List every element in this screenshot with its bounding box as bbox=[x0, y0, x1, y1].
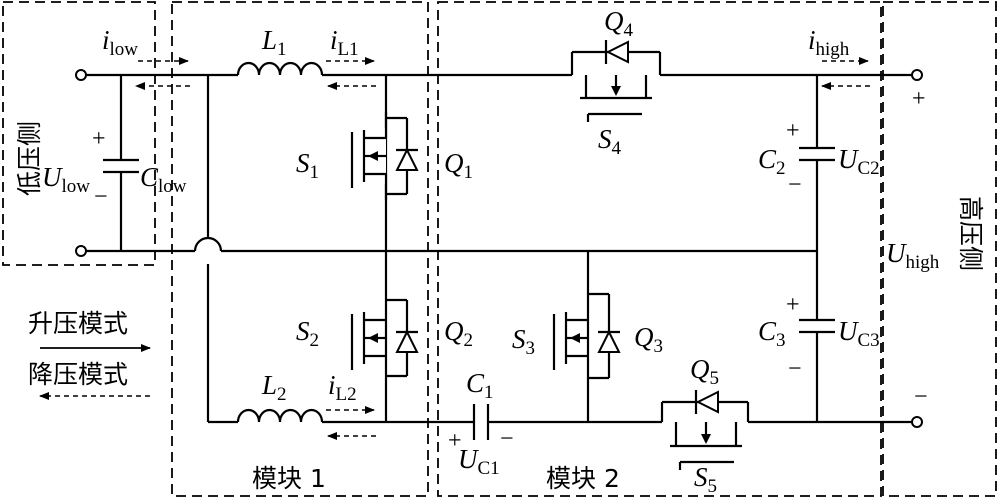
label-uc1: UC1 bbox=[458, 444, 500, 479]
plus-sign: + bbox=[92, 126, 106, 152]
label-il2: iL2 bbox=[328, 370, 357, 405]
label-c2: C2 bbox=[758, 144, 786, 179]
boost-mode-label: 升压模式 bbox=[28, 309, 128, 338]
label-l1: L1 bbox=[261, 25, 287, 60]
label-q2: Q2 bbox=[444, 316, 473, 351]
capacitor-c3 bbox=[799, 318, 835, 334]
label-l2: L2 bbox=[261, 370, 287, 405]
module1-label: 模块 1 bbox=[252, 464, 326, 493]
module2-label: 模块 2 bbox=[546, 464, 620, 493]
buck-mode-label: 降压模式 bbox=[28, 360, 128, 389]
label-s1: S1 bbox=[296, 148, 319, 183]
mosfet-s5-q5 bbox=[660, 390, 750, 470]
mosfet-s4-q4 bbox=[570, 40, 662, 122]
label-uc2: UC2 bbox=[838, 144, 880, 179]
terminals bbox=[75, 69, 923, 428]
label-s3: S3 bbox=[512, 324, 535, 359]
plus-sign: + bbox=[448, 428, 462, 454]
label-i-low: ilow bbox=[102, 25, 138, 60]
current-arrows bbox=[135, 57, 870, 440]
label-i-high: ihigh bbox=[808, 25, 850, 60]
label-c-low: Clow bbox=[140, 162, 187, 197]
low-side-label: 低压侧 bbox=[15, 121, 44, 196]
wiring bbox=[86, 73, 912, 424]
capacitor-c-low bbox=[103, 158, 139, 174]
module1-region bbox=[171, 1, 429, 497]
mosfet-s1-q1 bbox=[350, 112, 419, 200]
module2-region bbox=[437, 1, 882, 497]
minus-sign: − bbox=[500, 426, 514, 452]
label-u-low: Ulow bbox=[42, 162, 90, 197]
polarity-signs: + − + − + − + − + − bbox=[92, 86, 928, 454]
label-s5: S5 bbox=[694, 462, 717, 497]
minus-sign: − bbox=[914, 384, 928, 410]
minus-sign: − bbox=[788, 356, 802, 382]
label-il1: iL1 bbox=[330, 25, 359, 60]
capacitor-c1 bbox=[472, 404, 490, 440]
high-side-label: 高压侧 bbox=[956, 196, 985, 271]
plus-sign: + bbox=[786, 118, 800, 144]
label-q5: Q5 bbox=[690, 354, 719, 389]
label-s2: S2 bbox=[296, 316, 319, 351]
label-u-high: Uhigh bbox=[886, 238, 940, 273]
inductor-l2 bbox=[236, 408, 324, 423]
inductor-l1 bbox=[236, 61, 324, 76]
label-uc3: UC3 bbox=[838, 316, 880, 351]
high-side-region bbox=[882, 1, 997, 497]
label-q4: Q4 bbox=[604, 6, 634, 41]
minus-sign: − bbox=[788, 172, 802, 198]
plus-sign: + bbox=[912, 86, 926, 112]
label-s4: S4 bbox=[598, 124, 622, 159]
label-c3: C3 bbox=[758, 316, 786, 351]
capacitor-c2 bbox=[799, 146, 835, 162]
mosfet-s3-q3 bbox=[552, 292, 621, 380]
mosfet-s2-q2 bbox=[350, 298, 419, 378]
plus-sign: + bbox=[786, 292, 800, 318]
label-c1: C1 bbox=[466, 368, 494, 403]
label-q3: Q3 bbox=[634, 322, 663, 357]
label-q1: Q1 bbox=[444, 148, 473, 183]
minus-sign: − bbox=[94, 184, 108, 210]
